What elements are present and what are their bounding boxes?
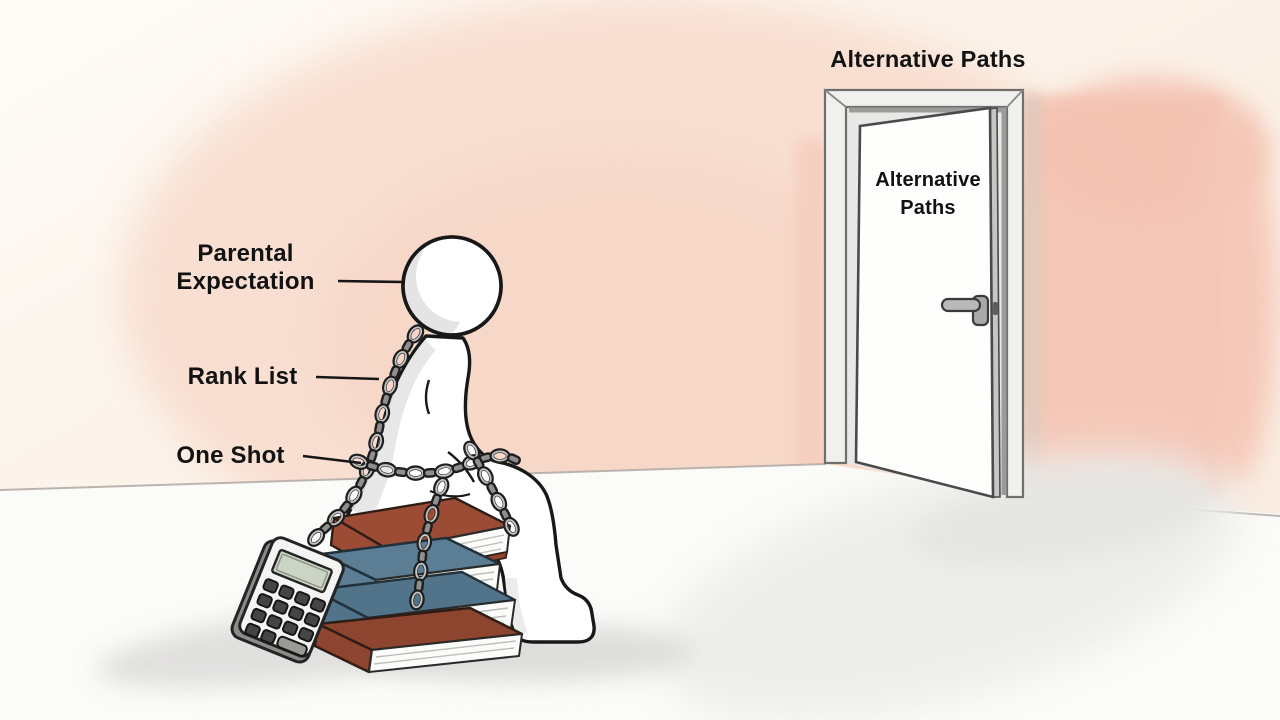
callout-one-shot: One Shot <box>176 442 285 469</box>
door-latch <box>993 302 998 315</box>
callout-lines <box>302 279 406 465</box>
wall-pink-left-of-door <box>796 140 828 465</box>
door-sign-label: Alternative Paths <box>875 169 981 220</box>
door-frame-miters <box>824 89 1024 108</box>
calculator <box>230 536 345 664</box>
chains <box>307 324 521 611</box>
calculator-wide-button <box>276 635 308 657</box>
chain-front-books-links <box>409 476 450 611</box>
door <box>823 88 1025 499</box>
book-4 <box>313 606 524 674</box>
pointer-line-parental <box>337 279 406 284</box>
callout-parental-expectation: Parental Expectation <box>176 240 315 295</box>
door-frame-bead <box>849 107 1007 495</box>
heading-alternative-paths: Alternative Paths <box>830 46 1026 72</box>
pointer-line-rank-list <box>315 375 380 381</box>
door-wall-shadow <box>1023 94 1040 498</box>
figure-leg-shading <box>505 578 528 634</box>
calculator-screen-inner <box>275 553 329 589</box>
figure-back-crease <box>424 379 431 415</box>
calculator-screen <box>271 548 333 594</box>
book-stack <box>308 496 524 674</box>
door-floor-shadow-core <box>911 473 1209 567</box>
calculator-buttons <box>244 578 327 657</box>
chain-waist-links <box>348 448 521 481</box>
pointer-line-one-shot <box>302 454 362 465</box>
door-panel <box>854 106 995 499</box>
door-handle <box>940 294 990 327</box>
figure-head <box>401 235 503 337</box>
chain-right-hip-links <box>463 440 520 537</box>
callout-rank-list: Rank List <box>187 363 298 390</box>
wall-pink-edge <box>1187 115 1277 485</box>
